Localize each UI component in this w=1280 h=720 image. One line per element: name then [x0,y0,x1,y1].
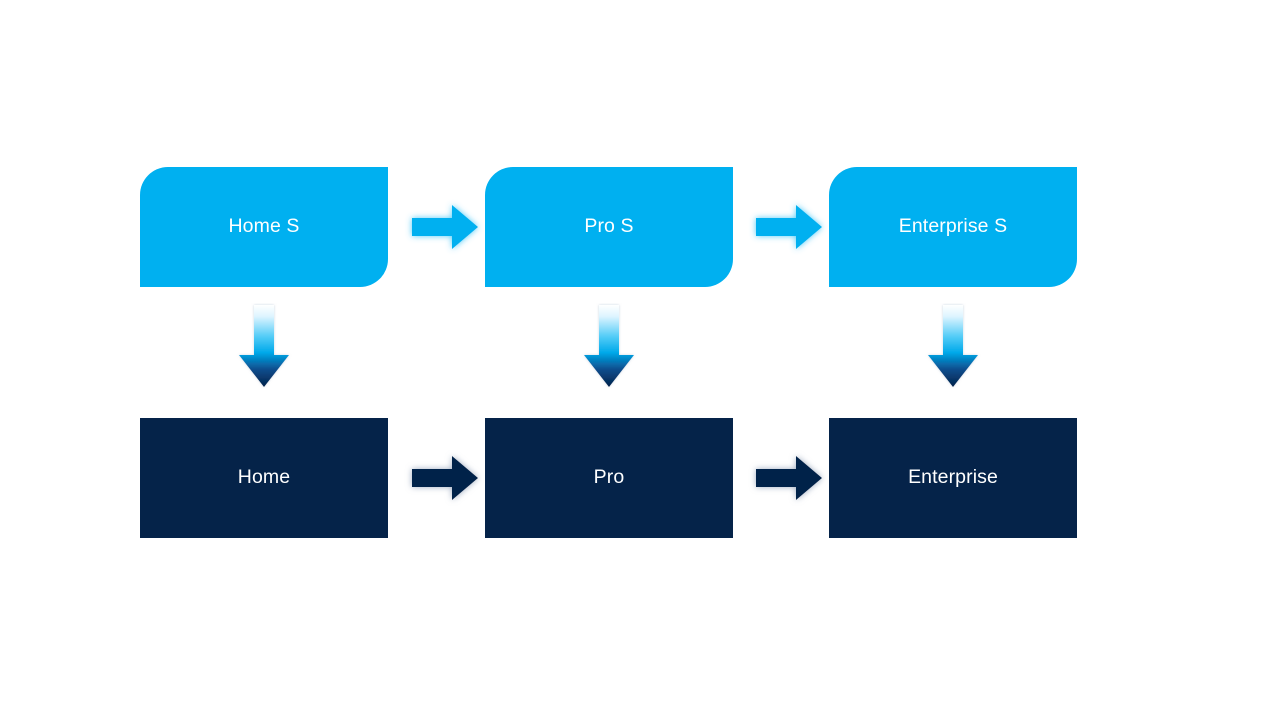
node-label: Home [237,466,291,489]
node-home[interactable]: Home [140,418,388,538]
node-home-s[interactable]: Home S [140,167,388,287]
arrow-down-icon-home-s-to-home [233,303,295,389]
node-label: Home S [228,215,300,238]
arrow-right-icon-pro-to-enterprise [748,450,828,506]
node-label: Pro S [584,215,634,238]
node-pro[interactable]: Pro [485,418,733,538]
arrow-right-icon-home-s-to-pro-s [404,199,484,255]
arrow-down-icon-enterprise-s-to-enterprise [922,303,984,389]
node-label: Enterprise S [898,215,1008,238]
arrow-right-icon-pro-s-to-enterprise-s [748,199,828,255]
node-pro-s[interactable]: Pro S [485,167,733,287]
node-enterprise-s[interactable]: Enterprise S [829,167,1077,287]
arrow-down-icon-pro-s-to-pro [578,303,640,389]
node-label: Enterprise [908,466,998,489]
node-enterprise[interactable]: Enterprise [829,418,1077,538]
node-label: Pro [593,466,625,489]
arrow-right-icon-home-to-pro [404,450,484,506]
